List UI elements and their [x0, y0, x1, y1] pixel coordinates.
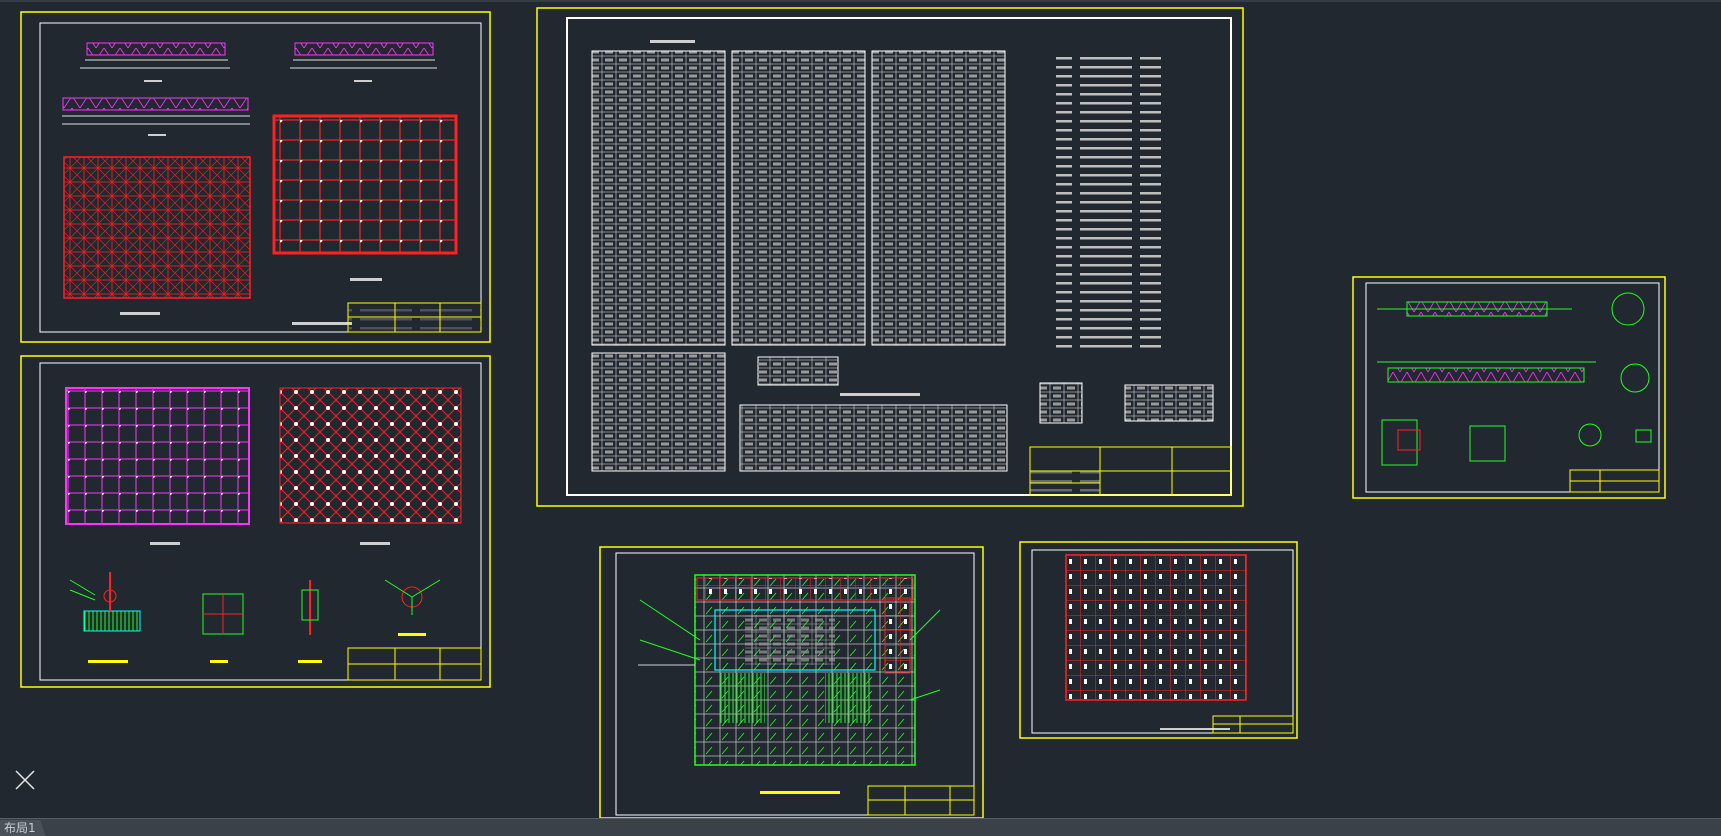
title-block-5	[867, 785, 975, 816]
truss-elevation-3	[62, 97, 250, 136]
sheet-member-tables[interactable]	[536, 7, 1244, 507]
sheet-node-details[interactable]	[20, 355, 491, 688]
truss-elevation-1	[80, 42, 230, 82]
title-block-3	[1029, 446, 1232, 496]
pipe-detail	[298, 580, 322, 663]
diagonal-grid-plan	[279, 387, 462, 524]
member-table-2	[731, 50, 866, 346]
member-table-4	[591, 352, 726, 472]
drawing-canvas[interactable]	[0, 0, 1721, 818]
summary-table-2	[1039, 382, 1083, 424]
node-table	[739, 404, 1008, 472]
red-bolt-grid	[1065, 554, 1247, 701]
title-block-1	[347, 302, 482, 333]
red-support-band	[696, 577, 914, 601]
sheet-truss-details[interactable]	[1352, 276, 1666, 499]
layout-tab[interactable]: 布局1	[0, 820, 46, 836]
ucs-cross-icon	[15, 770, 35, 790]
green-truss-2	[1387, 367, 1585, 383]
section-circle-2	[1620, 363, 1650, 393]
title-block-6	[1212, 715, 1294, 734]
design-notes	[1056, 52, 1161, 349]
node-detail	[384, 579, 441, 636]
layout-tab-bar: 布局1	[0, 818, 1721, 836]
support-detail	[69, 572, 141, 663]
truss-elevation-2	[290, 42, 437, 82]
member-table-1	[591, 50, 726, 346]
section-detail-1-1	[202, 593, 244, 663]
upper-chord-plan	[272, 114, 458, 255]
cyan-inner-frame	[714, 609, 876, 671]
summary-table-1	[757, 356, 839, 386]
title-block-4	[1569, 469, 1660, 493]
sheet-bolt-plan[interactable]	[1019, 541, 1298, 739]
section-circle-1	[1611, 292, 1645, 326]
summary-table-3	[1124, 384, 1214, 422]
lower-chord-plan	[63, 156, 251, 299]
member-table-3	[871, 50, 1006, 346]
sheet-roof-plan[interactable]	[20, 11, 491, 343]
sheet-support-plan[interactable]	[599, 546, 984, 818]
magenta-grid-plan	[65, 387, 250, 525]
title-block-2	[347, 647, 482, 681]
